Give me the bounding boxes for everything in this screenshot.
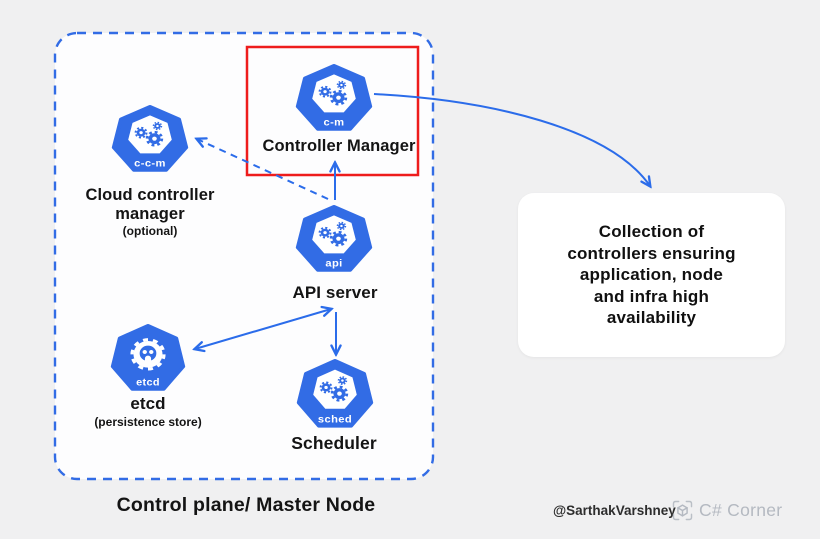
note-line: and infra high — [593, 286, 710, 306]
note-card: Collection of controllers ensuring appli… — [518, 193, 785, 357]
note-line: availability — [606, 308, 697, 328]
label-line: etcd — [130, 394, 166, 413]
icon-badge: c-m — [324, 117, 345, 128]
api-server-icon: api — [295, 204, 373, 274]
label-sublabel: (optional) — [122, 224, 178, 238]
scheduler-icon: sched — [296, 358, 374, 430]
controller-manager-icon: c-m — [295, 63, 373, 133]
credit-handle: @SarthakVarshney — [553, 503, 676, 518]
icon-badge: api — [325, 258, 342, 269]
label-sublabel: (persistence store) — [94, 415, 202, 429]
icon-badge: c-c-m — [134, 158, 166, 169]
controller-manager-label: Controller Manager — [262, 137, 416, 155]
note-line: Collection of — [598, 222, 705, 242]
arrow-controller-manager-to-note — [373, 93, 650, 186]
cloud-controller-manager-icon: c-c-m — [111, 104, 189, 174]
arrow-api-etcd-bidirectional — [195, 309, 331, 349]
cloud-controller-manager-label: Cloud controller manager (optional) — [70, 186, 230, 238]
etcd-label: etcd (persistence store) — [90, 394, 206, 429]
scheduler-label: Scheduler — [291, 433, 377, 453]
label-line: Cloud controller — [85, 186, 215, 204]
cube-logo-icon — [672, 500, 693, 521]
api-server-label: API server — [292, 283, 378, 302]
note-line: controllers ensuring — [567, 243, 736, 263]
csharp-corner-brand: C# Corner — [671, 499, 782, 522]
highlight-red-box — [245, 45, 420, 177]
icon-badge: etcd — [136, 378, 160, 389]
brand-text: C# Corner — [699, 500, 783, 520]
icon-badge: sched — [318, 414, 352, 425]
note-line: application, node — [579, 265, 724, 285]
label-line: manager — [115, 204, 185, 223]
control-plane-title: Control plane/ Master Node — [116, 494, 376, 516]
etcd-icon: etcd — [110, 323, 186, 393]
